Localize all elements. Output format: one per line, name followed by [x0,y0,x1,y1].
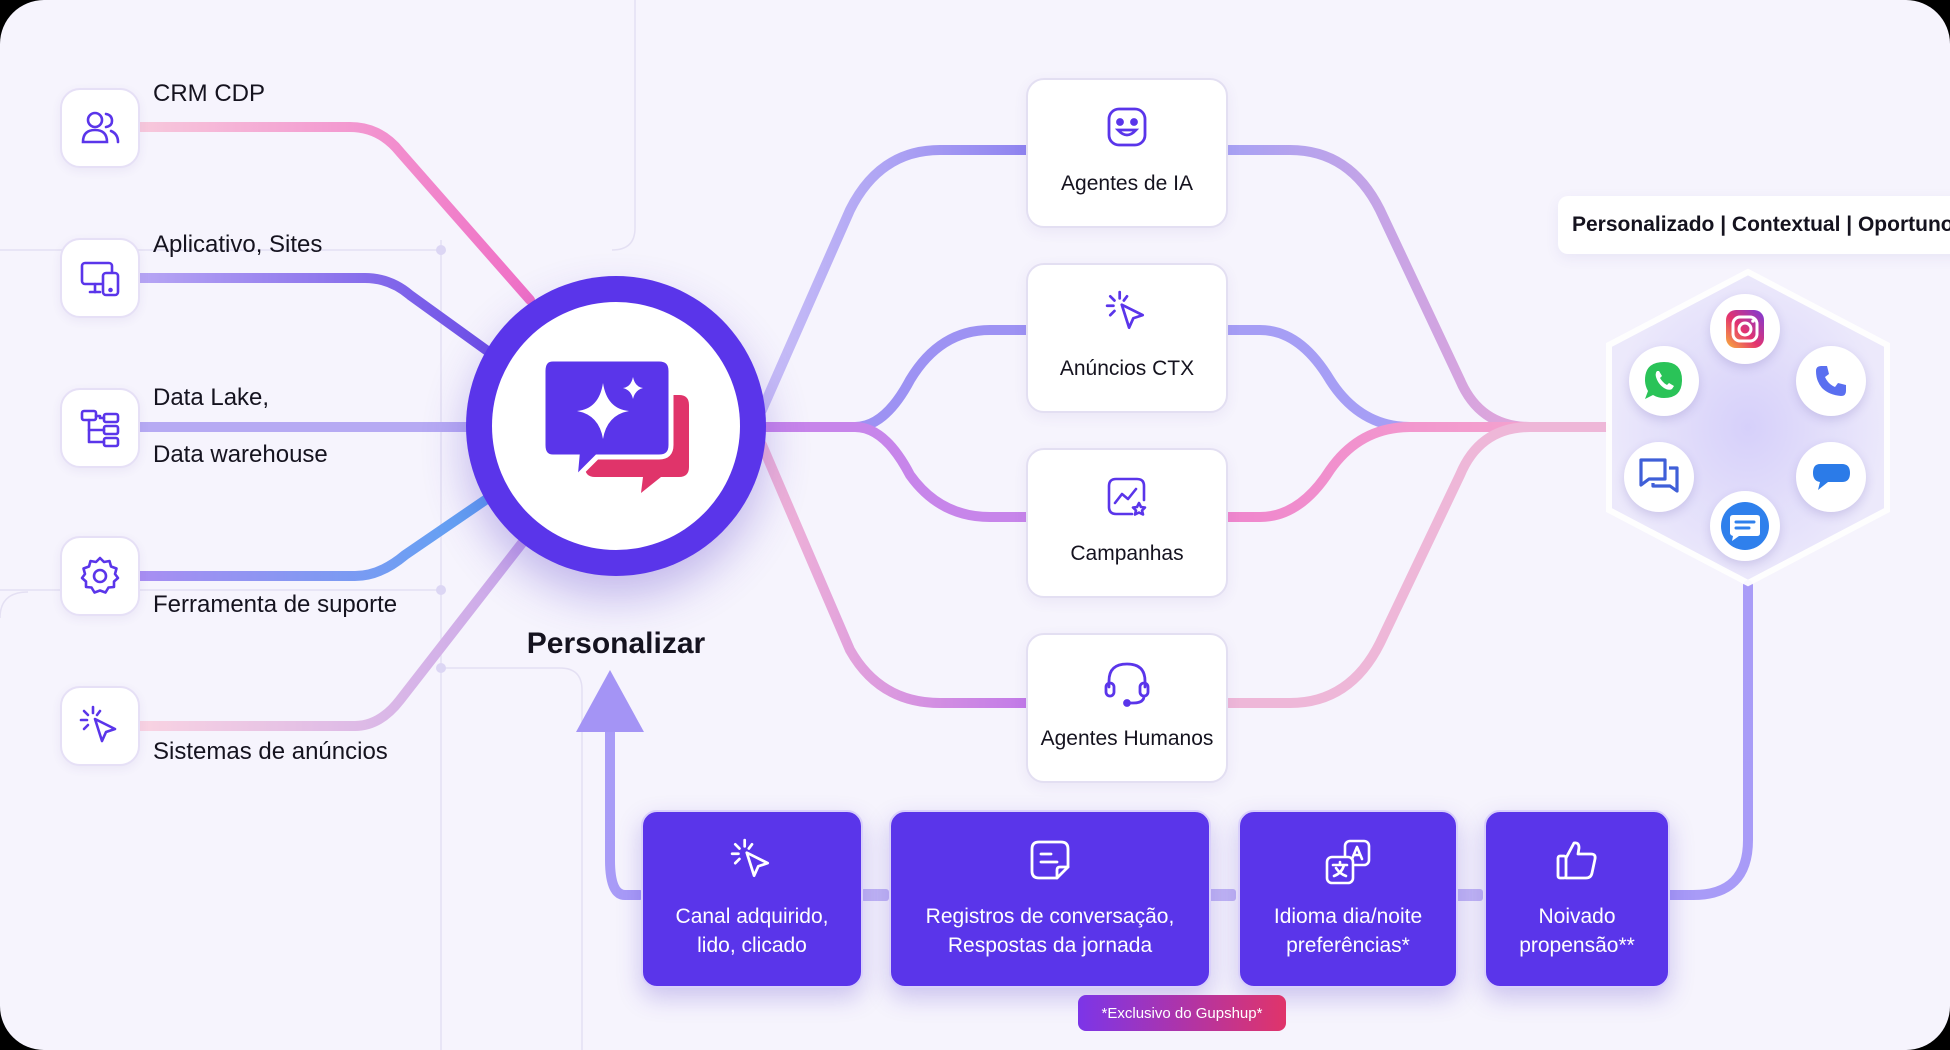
thumbs-up-icon [1556,841,1597,880]
data-lake-icon-box [60,388,140,468]
channel-chat [1624,442,1694,512]
agent-label-ctx: Anúncios CTX [1059,357,1195,380]
agent-card-humans: Agentes Humanos [1026,633,1228,783]
tagline-text: Personalizado | Contextual | Oportuno [1572,213,1950,236]
headset-icon [1104,662,1150,707]
cursor-click-icon [730,838,770,878]
chat-sparkle-icon [543,359,689,493]
feedback-line: preferências* [1286,934,1410,957]
agent-card-ai: Agentes de IA [1026,78,1228,228]
source-label-ads: Sistemas de anúncios [153,738,388,765]
chat-icon [1639,458,1679,493]
feedback-label-language: Idioma dia/noite preferências* [1240,902,1456,960]
feedback-line: Noivado [1538,905,1616,928]
feedback-line: Respostas da jornada [947,934,1153,957]
agent-label-humans: Agentes Humanos [1040,727,1214,750]
feedback-box-language: Idioma dia/noite preferências* [1238,810,1458,988]
channel-whatsapp [1629,346,1699,416]
notes-icon [1030,840,1070,880]
devices-icon [80,261,120,297]
feedback-line: Registros de conversação, [925,905,1175,928]
feedback-line: Idioma dia/noite [1273,905,1423,928]
feedback-label-engagement: Noivado propensão** [1486,902,1668,960]
cursor-click-icon [79,705,117,743]
feedback-line: propensão** [1519,934,1635,957]
whatsapp-icon [1645,362,1682,399]
channel-message-bubble [1796,442,1866,512]
hub-inner-circle [492,302,740,550]
phone-icon [1816,366,1846,396]
agent-label-ai: Agentes de IA [1061,172,1193,195]
agent-card-ctx-ads: Anúncios CTX [1026,263,1228,413]
apps-sites-icon-box [60,238,140,318]
support-tool-icon-box [60,536,140,616]
source-label-warehouse: Data warehouse [153,441,328,468]
feedback-line: Canal adquirido, [675,905,829,928]
tagline-banner: Personalizado | Contextual | Oportuno [1558,196,1950,254]
source-label-support: Ferramenta de suporte [153,591,398,618]
instagram-icon [1726,310,1764,348]
hub-label: Personalizar [526,627,706,660]
source-label-datalake: Data Lake, [153,384,270,411]
message-bubble-icon [1813,464,1850,490]
source-label-crm: CRM CDP [153,80,265,107]
feedback-line: lido, clicado [697,934,807,957]
hierarchy-icon [80,409,120,448]
agent-label-campaigns: Campanhas [1070,542,1184,565]
ad-systems-icon-box [60,686,140,766]
agent-card-campaigns: Campanhas [1026,448,1228,598]
feedback-box-conversation: Registros de conversação, Respostas da j… [889,810,1211,988]
chart-star-icon [1107,477,1147,516]
feedback-box-channel: Canal adquirido, lido, clicado [641,810,863,988]
sms-icon [1721,502,1769,550]
channel-sms [1710,491,1780,561]
feedback-label-conversation: Registros de conversação, Respostas da j… [891,902,1209,960]
channel-instagram [1710,294,1780,364]
source-label-apps: Aplicativo, Sites [153,231,323,258]
exclusive-badge: *Exclusivo do Gupshup* [1078,995,1286,1031]
channel-phone [1796,346,1866,416]
translate-icon [1325,839,1371,885]
feedback-label-channel: Canal adquirido, lido, clicado [643,902,861,960]
personalize-hub [466,276,766,576]
robot-face-icon [1107,107,1147,147]
users-icon [81,111,120,144]
cursor-click-icon [1105,290,1145,330]
crm-cdp-icon-box [60,88,140,168]
gear-icon [80,556,120,594]
feedback-box-engagement: Noivado propensão** [1484,810,1670,988]
